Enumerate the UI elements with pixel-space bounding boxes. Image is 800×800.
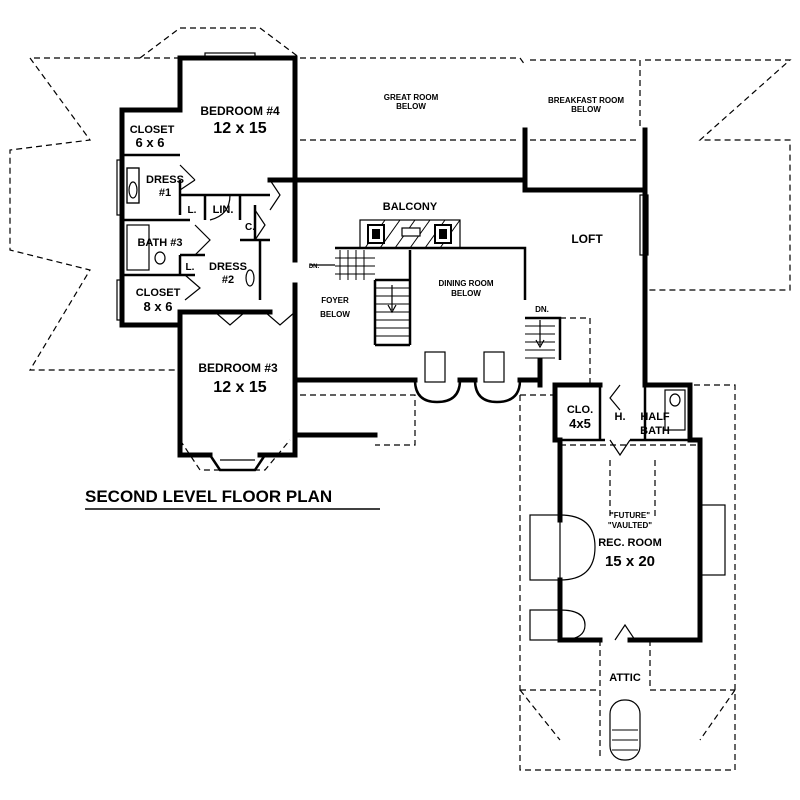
fixtures xyxy=(126,167,686,761)
dining-room-note: BELOW xyxy=(451,289,481,298)
balcony-label: BALCONY xyxy=(383,201,438,213)
half-bath-name: HALF xyxy=(640,411,670,423)
closet1-size: 6 x 6 xyxy=(136,135,165,150)
laundry2-label: L. xyxy=(186,262,195,273)
room-labels: BEDROOM #4 12 x 15 CLOSET 6 x 6 DRESS #1… xyxy=(130,93,670,684)
coat-label: C. xyxy=(245,222,255,233)
h-label: H. xyxy=(615,411,626,423)
foyer-note: BELOW xyxy=(320,310,350,319)
dining-room-name: DINING ROOM xyxy=(438,279,493,288)
stair-dn-2: DN. xyxy=(535,305,549,314)
half-bath-name2: BATH xyxy=(640,425,670,437)
plan-title-group: SECOND LEVEL FLOOR PLAN xyxy=(85,487,380,510)
clo-name: CLO. xyxy=(567,404,593,416)
breakfast-room-name: BREAKFAST ROOM xyxy=(548,96,624,105)
laundry1-label: L. xyxy=(188,205,197,216)
bedroom3-name: BEDROOM #3 xyxy=(198,361,278,375)
rec-room-line1: "FUTURE" xyxy=(610,511,650,520)
great-room-name: GREAT ROOM xyxy=(384,93,439,102)
rec-room-line2: "VAULTED" xyxy=(608,521,652,530)
bedroom4-name: BEDROOM #4 xyxy=(200,104,280,118)
bedroom4-size: 12 x 15 xyxy=(213,120,266,137)
clo-size: 4x5 xyxy=(569,416,591,431)
dress2-name: DRESS xyxy=(209,261,247,273)
bay-windows xyxy=(116,52,726,641)
dress2-size: #2 xyxy=(222,274,234,286)
great-room-note: BELOW xyxy=(396,102,426,111)
foyer-name: FOYER xyxy=(321,296,349,305)
attic-label: ATTIC xyxy=(609,672,641,684)
balcony-fireplace xyxy=(359,219,461,249)
rec-room-name: REC. ROOM xyxy=(598,537,662,549)
stair-dn-1: DN. xyxy=(309,264,320,270)
plan-title: SECOND LEVEL FLOOR PLAN xyxy=(85,487,332,506)
linen-label: LIN. xyxy=(213,204,234,216)
rear-stair[interactable] xyxy=(525,316,562,360)
closet1-name: CLOSET xyxy=(130,124,175,136)
roof-outline xyxy=(9,27,792,771)
doors xyxy=(179,164,636,641)
dress1-size: #1 xyxy=(159,187,171,199)
rec-room-size: 15 x 20 xyxy=(605,553,655,570)
bedroom3-size: 12 x 15 xyxy=(213,379,266,396)
loft-label: LOFT xyxy=(571,232,603,246)
bath3-label: BATH #3 xyxy=(137,237,182,249)
breakfast-room-note: BELOW xyxy=(571,105,601,114)
closet2-size: 8 x 6 xyxy=(144,299,173,314)
closet2-name: CLOSET xyxy=(136,287,181,299)
dress1-name: DRESS xyxy=(146,174,184,186)
